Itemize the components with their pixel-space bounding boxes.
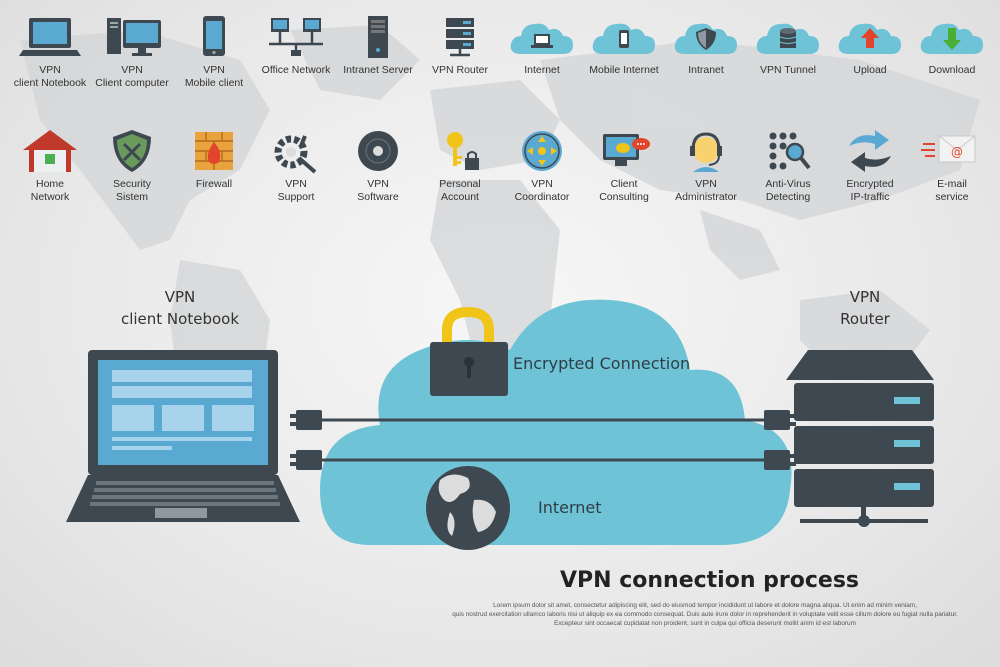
svg-text:@: @ <box>951 145 963 159</box>
item-label: Intranet <box>688 64 724 76</box>
internet-cloud-label: Internet <box>538 498 602 517</box>
vpn-router-item: VPN Router <box>410 14 510 77</box>
personal-account-item: Personal Account <box>410 128 510 204</box>
support-gear-icon <box>274 135 317 174</box>
network-icon <box>269 18 323 56</box>
lorem-line: quis nostrud exercitation ullamco labori… <box>452 611 958 618</box>
vpn-coordinator-item: VPN Coordinator <box>492 128 592 204</box>
vpn-client-computer-item: VPN Client computer <box>82 14 182 90</box>
item-label: Internet <box>524 64 560 76</box>
left-plugs <box>290 410 322 470</box>
item-label: VPN Support <box>277 178 315 203</box>
cloud-mobile-icon <box>592 23 655 54</box>
item-label: VPN client Notebook <box>13 64 87 89</box>
cloud-database-icon <box>756 23 819 54</box>
connection-cables <box>320 418 780 462</box>
encrypted-ip-traffic-item: Encrypted IP-traffic <box>820 128 920 204</box>
item-label: Client Consulting <box>599 178 649 203</box>
item-label: VPN Administrator <box>675 178 737 203</box>
lorem-line: Excepteur sint occaecat cupidatat non pr… <box>554 620 856 627</box>
item-label: Upload <box>853 64 887 76</box>
home-network-item: Home Network <box>0 128 100 204</box>
coordinator-icon <box>522 131 562 171</box>
intranet-server-item: Intranet Server <box>328 14 428 77</box>
item-label: VPN Coordinator <box>514 178 570 203</box>
item-label: Anti-Virus Detecting <box>765 178 811 203</box>
item-label: Download <box>928 64 976 76</box>
office-network-item: Office Network <box>246 14 346 77</box>
item-label: VPN Software <box>357 178 399 203</box>
cloud-laptop-icon <box>510 23 573 54</box>
security-shield-icon <box>113 130 151 172</box>
page-title: VPN connection process <box>560 568 860 593</box>
top-icon-row: VPN client Notebook VPN Client computer … <box>0 14 1000 114</box>
item-label: E-mail service <box>935 178 969 203</box>
vpn-software-item: VPN Software <box>328 128 428 204</box>
intranet-item: Intranet <box>656 14 756 77</box>
globe-icon <box>426 466 510 550</box>
vpn-administrator-item: VPN Administrator <box>656 128 756 204</box>
computer-icon <box>107 18 161 56</box>
vpn-tunnel-item: VPN Tunnel <box>738 14 838 77</box>
vpn-mobile-client-item: VPN Mobile client <box>164 14 264 90</box>
anti-virus-item: Anti-Virus Detecting <box>738 128 838 204</box>
disc-icon <box>358 131 398 171</box>
cloud-upload-icon <box>838 23 901 54</box>
server-icon <box>368 16 388 58</box>
item-label: Intranet Server <box>343 64 413 76</box>
item-label: Personal Account <box>439 178 481 203</box>
vpn-client-notebook-item: VPN client Notebook <box>0 14 100 90</box>
lorem-line: Lorem ipsum dolor sit amet, consectetur … <box>493 602 917 609</box>
item-label: VPN Mobile client <box>184 64 244 89</box>
item-label: VPN Client computer <box>95 64 169 89</box>
notebook-icon <box>19 18 81 56</box>
item-label: Home Network <box>30 178 70 203</box>
internet-item: Internet <box>492 14 592 77</box>
home-icon <box>23 130 77 172</box>
item-label: Firewall <box>195 178 233 190</box>
vpn-router-illustration <box>786 350 934 527</box>
item-label: Encrypted IP-traffic <box>846 178 894 203</box>
antivirus-icon <box>769 132 811 170</box>
right-plugs <box>764 410 796 470</box>
consulting-icon <box>603 134 650 166</box>
router-icon <box>446 18 474 57</box>
encrypted-connection-label: Encrypted Connection <box>513 354 691 373</box>
lorem-description: Lorem ipsum dolor sit amet, consectetur … <box>420 601 990 628</box>
key-lock-icon <box>447 132 479 170</box>
security-system-item: Security Sistem <box>82 128 182 204</box>
administrator-icon <box>690 132 722 172</box>
client-consulting-item: Client Consulting <box>574 128 674 204</box>
item-label: VPN Router <box>431 64 489 76</box>
mobile-internet-item: Mobile Internet <box>574 14 674 77</box>
padlock-icon <box>430 306 508 396</box>
client-notebook-illustration <box>66 350 300 522</box>
upload-item: Upload <box>820 14 920 77</box>
email-icon: @ <box>921 135 976 163</box>
cloud-download-icon <box>920 23 983 54</box>
encrypted-traffic-icon <box>849 130 891 172</box>
notebook-diagram-label: VPN client Notebook <box>120 288 240 328</box>
email-service-item: @ E-mail service <box>902 128 1000 204</box>
item-label: VPN Tunnel <box>759 64 817 76</box>
firewall-item: Firewall <box>164 128 264 191</box>
second-icon-row: Home Network Security Sistem Firewall VP… <box>0 128 1000 228</box>
vpn-support-item: VPN Support <box>246 128 346 204</box>
item-label: Security Sistem <box>113 178 151 203</box>
cloud-shield-icon <box>674 23 737 54</box>
router-diagram-label: VPN Router <box>840 288 890 328</box>
download-item: Download <box>902 14 1000 77</box>
mobile-icon <box>203 16 225 56</box>
firewall-icon <box>195 132 233 170</box>
item-label: Mobile Internet <box>589 64 659 76</box>
item-label: Office Network <box>261 64 331 76</box>
